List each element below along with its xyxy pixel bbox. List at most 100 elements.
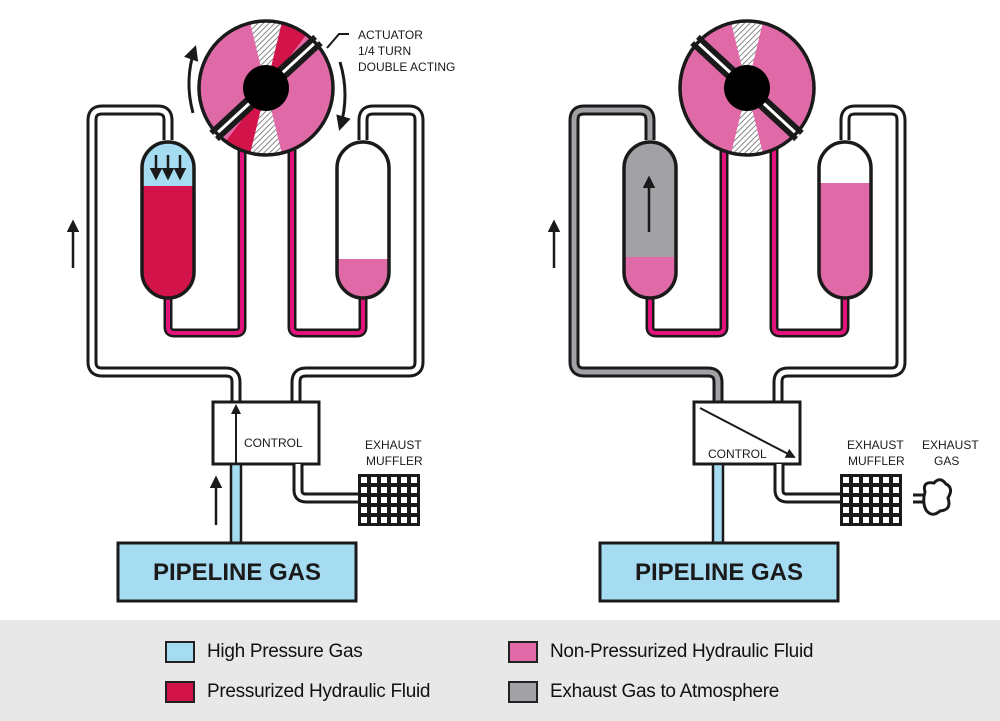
legend-label: Non-Pressurized Hydraulic Fluid bbox=[550, 641, 814, 662]
muffler-cell bbox=[853, 477, 859, 483]
muffler-cell bbox=[893, 507, 899, 513]
exhaust-gas-label-2: GAS bbox=[934, 454, 959, 468]
muffler-cell bbox=[853, 497, 859, 503]
hydraulic-line-right bbox=[287, 145, 368, 338]
muffler-cell bbox=[361, 497, 367, 503]
muffler-cell bbox=[411, 507, 417, 513]
legend-label: Pressurized Hydraulic Fluid bbox=[207, 681, 431, 702]
muffler-cell bbox=[391, 477, 397, 483]
muffler-cell bbox=[401, 507, 407, 513]
muffler-cell bbox=[381, 517, 387, 523]
muffler-cell bbox=[873, 487, 879, 493]
muffler-cell bbox=[893, 477, 899, 483]
legend-item-non-pressurized-hydraulic: Non-Pressurized Hydraulic Fluid bbox=[508, 639, 813, 665]
pipeline-gas-source bbox=[116, 541, 358, 603]
muffler-cell bbox=[361, 487, 367, 493]
muffler-cell bbox=[411, 477, 417, 483]
right-system: CONTROL EXHAUST MUFFLER EXHAUST GAS PIPE… bbox=[547, 19, 979, 603]
muffler-cell bbox=[401, 497, 407, 503]
muffler-cell bbox=[863, 517, 869, 523]
right-accumulator-tank bbox=[817, 140, 873, 300]
muffler-cell bbox=[873, 477, 879, 483]
exhaust-line bbox=[773, 464, 840, 504]
muffler-cell bbox=[853, 487, 859, 493]
control-valve: CONTROL bbox=[692, 400, 802, 466]
left-system: ACTUATOR 1/4 TURN DOUBLE ACTING CONTROL … bbox=[66, 19, 455, 603]
muffler-cell bbox=[843, 477, 849, 483]
muffler-cell bbox=[401, 517, 407, 523]
muffler-cell bbox=[873, 507, 879, 513]
muffler-cell bbox=[893, 497, 899, 503]
pipeline-gas-label: PIPELINE GAS bbox=[153, 559, 321, 586]
muffler-cell bbox=[411, 487, 417, 493]
gas-line-right bbox=[290, 104, 425, 402]
gas-line-right bbox=[772, 104, 907, 402]
muffler-cell bbox=[883, 477, 889, 483]
control-label: CONTROL bbox=[708, 447, 767, 461]
right-accumulator-tank bbox=[335, 140, 391, 300]
muffler-cell bbox=[853, 507, 859, 513]
muffler-cell bbox=[411, 517, 417, 523]
exhaust-gas-label-1: EXHAUST bbox=[922, 438, 979, 452]
actuator-label-1: ACTUATOR bbox=[358, 28, 423, 42]
legend-swatch bbox=[508, 681, 538, 703]
muffler-cell bbox=[381, 507, 387, 513]
muffler-cell bbox=[863, 487, 869, 493]
muffler-cell bbox=[863, 497, 869, 503]
rotation-arrow-down-icon bbox=[336, 61, 351, 131]
legend: High Pressure Gas Non-Pressurized Hydrau… bbox=[0, 620, 1000, 721]
gas-line-left bbox=[86, 104, 242, 402]
muffler-cell bbox=[371, 477, 377, 483]
muffler-cell bbox=[863, 507, 869, 513]
muffler-cell bbox=[361, 507, 367, 513]
legend-item-pressurized-hydraulic: Pressurized Hydraulic Fluid bbox=[165, 679, 430, 705]
muffler-cell bbox=[391, 487, 397, 493]
legend-swatch bbox=[165, 681, 195, 703]
muffler-label-1: EXHAUST bbox=[847, 438, 904, 452]
rotation-arrow-up-icon bbox=[184, 45, 199, 114]
legend-label: High Pressure Gas bbox=[207, 641, 363, 662]
control-valve: CONTROL bbox=[211, 400, 321, 466]
muffler-cell bbox=[371, 507, 377, 513]
muffler-cell bbox=[873, 497, 879, 503]
leader-line bbox=[326, 33, 349, 49]
gas-line-left bbox=[568, 104, 724, 402]
muffler-label-2: MUFFLER bbox=[366, 454, 423, 468]
legend-item-exhaust-gas: Exhaust Gas to Atmosphere bbox=[508, 679, 779, 705]
muffler-cell bbox=[883, 517, 889, 523]
exhaust-line bbox=[292, 464, 358, 504]
actuator-label-3: DOUBLE ACTING bbox=[358, 60, 455, 74]
hydraulic-line-right bbox=[769, 145, 850, 338]
muffler-cell bbox=[391, 517, 397, 523]
actuator-label-2: 1/4 TURN bbox=[358, 44, 411, 58]
pipeline-gas-source bbox=[598, 541, 840, 603]
muffler-cell bbox=[371, 487, 377, 493]
hydraulic-line-left bbox=[645, 145, 729, 338]
legend-swatch bbox=[508, 641, 538, 663]
muffler-cell bbox=[391, 507, 397, 513]
muffler-cell bbox=[371, 497, 377, 503]
muffler-cell bbox=[843, 497, 849, 503]
muffler-cell bbox=[361, 517, 367, 523]
legend-swatch bbox=[165, 641, 195, 663]
left-accumulator-tank bbox=[140, 140, 196, 300]
muffler-label-1: EXHAUST bbox=[365, 438, 422, 452]
muffler-cell bbox=[843, 507, 849, 513]
exhaust-muffler bbox=[840, 474, 902, 526]
muffler-cell bbox=[391, 497, 397, 503]
muffler-cell bbox=[863, 477, 869, 483]
muffler-cell bbox=[873, 517, 879, 523]
actuator-disc bbox=[678, 19, 816, 157]
supply-line bbox=[711, 462, 725, 546]
pipeline-gas-label: PIPELINE GAS bbox=[635, 559, 803, 586]
legend-label: Exhaust Gas to Atmosphere bbox=[550, 681, 780, 702]
down-arrows-icon bbox=[149, 155, 187, 181]
control-label: CONTROL bbox=[244, 436, 303, 450]
muffler-cell bbox=[843, 517, 849, 523]
muffler-cell bbox=[893, 487, 899, 493]
actuator-disc bbox=[197, 19, 335, 157]
muffler-cell bbox=[853, 517, 859, 523]
muffler-cell bbox=[371, 517, 377, 523]
muffler-cell bbox=[381, 487, 387, 493]
muffler-cell bbox=[883, 497, 889, 503]
